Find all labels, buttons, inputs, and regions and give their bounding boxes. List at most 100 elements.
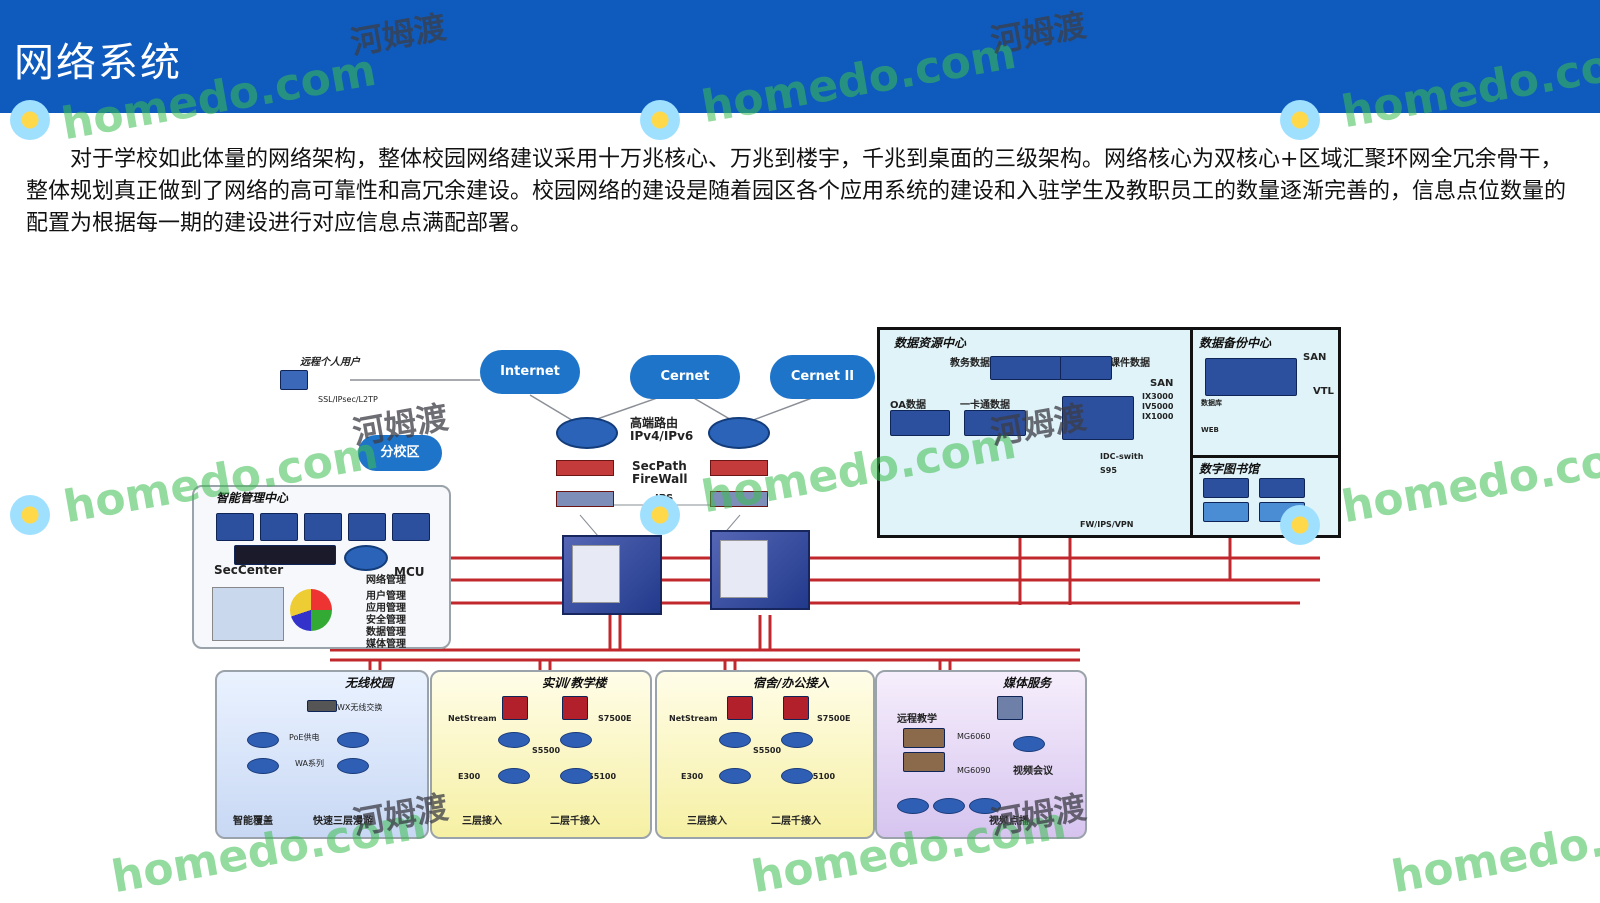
- zone-label: 三层接入: [687, 816, 727, 827]
- zone-title: 宿舍/办公接入: [753, 676, 830, 690]
- zone-label: 视频点播: [989, 816, 1029, 827]
- watermark-flower-icon: [10, 100, 50, 140]
- mgmt-item: 应用管理: [366, 603, 406, 614]
- zone-label: 视频会议: [1013, 766, 1053, 777]
- mgmt-item: 安全管理: [366, 615, 406, 626]
- server-icon: [392, 513, 430, 541]
- dc-label: IDC-swith: [1100, 452, 1144, 461]
- core-switch-icon: [727, 696, 753, 720]
- switch-icon: [897, 798, 929, 814]
- switch-icon: [560, 768, 592, 784]
- core-switch-icon: [783, 696, 809, 720]
- zone-label: 远程教学: [897, 714, 937, 725]
- server-icon: [260, 513, 298, 541]
- router-icon: [556, 417, 618, 449]
- mcu-icon: [344, 545, 388, 571]
- server-rack: [1259, 478, 1305, 498]
- zone-label: NetStream: [448, 714, 497, 723]
- storage-array: [1205, 358, 1297, 396]
- header-bar: 网络系统: [0, 0, 1600, 113]
- seccenter-device: [234, 545, 336, 565]
- watermark-flower-icon: [640, 495, 680, 535]
- switch-icon: [337, 732, 369, 748]
- dc-label: IV5000: [1142, 402, 1174, 411]
- zone-label: MG6090: [957, 766, 991, 775]
- pie-icon: [290, 589, 332, 631]
- cloud-internet: Internet: [480, 350, 580, 394]
- router-icon: [708, 417, 770, 449]
- ap-icon: [247, 758, 279, 774]
- zone-wireless: 无线校园 WX无线交换 PoE供电 WA系列 智能覆盖 快速三层漫游: [215, 670, 429, 839]
- zone-label: E300: [458, 772, 481, 781]
- page-title: 网络系统: [14, 40, 182, 86]
- backup-label: SAN: [1303, 352, 1327, 363]
- dc-label: 一卡通数据: [960, 400, 1010, 411]
- mgmt-item: 媒体管理: [366, 639, 406, 650]
- dc-label: IX1000: [1142, 412, 1174, 421]
- seccenter-label: SecCenter: [214, 563, 284, 577]
- switch-icon: [247, 732, 279, 748]
- firewall-icon: [710, 460, 768, 476]
- zone-label: S5100: [588, 772, 617, 781]
- cloud-cernet-ii: Cernet II: [770, 355, 875, 399]
- zone-label: E300: [681, 772, 704, 781]
- zone-label: MG6060: [957, 732, 991, 741]
- storage-array: [1062, 396, 1134, 440]
- watermark-text: homedo.com: [1387, 797, 1600, 903]
- zone-label: S7500E: [817, 714, 851, 723]
- laptop-icon: [280, 370, 308, 390]
- cloud-cernet: Cernet: [630, 355, 740, 399]
- watermark-flower-icon: [10, 495, 50, 535]
- zone-label: S5500: [753, 746, 782, 755]
- core-switch-2: [710, 530, 810, 610]
- zone-label: 二层千接入: [550, 816, 600, 827]
- core-switch-icon: [502, 696, 528, 720]
- datacenter-panel: 数据资源中心 教务数据 课件数据 SAN OA数据 一卡通数据 IX3000 I…: [877, 327, 1195, 538]
- video-thumbnail: [903, 728, 945, 748]
- mgmt-item: 网络管理: [366, 575, 406, 586]
- switch-icon: [1013, 736, 1045, 752]
- backup-label: WEB: [1201, 426, 1219, 434]
- zone-label: 快速三层漫游: [313, 816, 373, 827]
- network-diagram: 远程个人用户 SSL/IPsec/L2TP Internet Cernet Ce…: [180, 325, 1380, 845]
- zone-label: 二层千接入: [771, 816, 821, 827]
- cloud-branch: 分校区: [358, 435, 442, 471]
- zone-title: 媒体服务: [1003, 676, 1052, 690]
- router-label: 高端路由 IPv4/IPv6: [630, 416, 694, 443]
- mgmt-item: 用户管理: [366, 591, 406, 602]
- server-rack: [1203, 478, 1249, 498]
- ips-icon: [556, 491, 614, 507]
- server-rack: [1060, 356, 1112, 380]
- dc-label: 教务数据: [950, 358, 990, 369]
- server-rack: [964, 410, 1026, 436]
- switch-icon: [933, 798, 965, 814]
- dc-label: IX3000: [1142, 392, 1174, 401]
- dc-label: OA数据: [890, 400, 926, 411]
- zone-label: PoE供电: [289, 733, 320, 742]
- switch-icon: [781, 732, 813, 748]
- firewall-label: SecPath FireWall: [632, 459, 688, 486]
- ips-icon: [710, 491, 768, 507]
- zone-title: 实训/教学楼: [542, 676, 607, 690]
- zone-title: 无线校园: [345, 676, 394, 690]
- mgmt-center-panel: 智能管理中心 SecCenter MCU 网络管理 用户管理 应用管理 安全管理…: [192, 485, 451, 650]
- dc-label: SAN: [1150, 378, 1174, 389]
- paragraph-text: 对于学校如此体量的网络架构，整体校园网络建议采用十万兆核心、万兆到楼宇，千兆到桌…: [26, 147, 1567, 236]
- backup-title: 数据备份中心: [1199, 336, 1272, 350]
- zone-media: 媒体服务 远程教学 MG6060 MG6090 视频会议 视频点播: [875, 670, 1087, 839]
- switch-icon: [498, 732, 530, 748]
- server-rack: [990, 356, 1062, 380]
- backup-label: VTL: [1313, 386, 1334, 397]
- watermark-flower-icon: [1280, 100, 1320, 140]
- watermark-flower-icon: [640, 100, 680, 140]
- mcu-label: MCU: [394, 565, 425, 579]
- switch-icon: [719, 768, 751, 784]
- ssl-label: SSL/IPsec/L2TP: [318, 395, 378, 404]
- wx-switch-icon: [307, 700, 337, 712]
- server-rack: [890, 410, 950, 436]
- backup-label: 数据库: [1201, 399, 1222, 407]
- firewall-icon: [556, 460, 614, 476]
- zone-label: WA系列: [295, 759, 324, 768]
- zone-label: 三层接入: [462, 816, 502, 827]
- zone-label: S5100: [807, 772, 836, 781]
